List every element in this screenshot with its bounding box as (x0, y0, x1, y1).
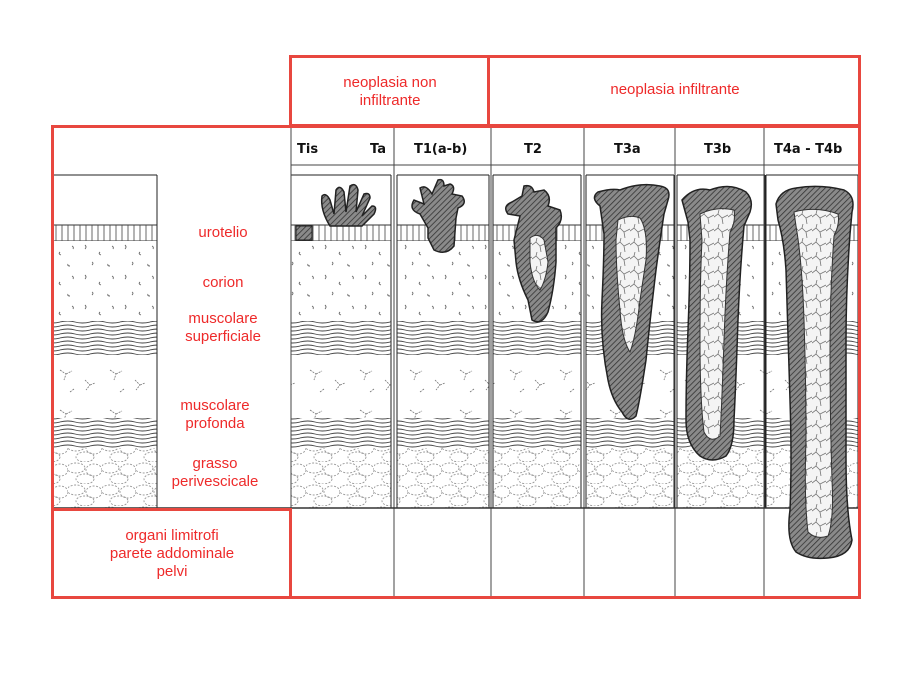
stage-tis: Tis (297, 142, 319, 157)
layer-label-urotelio: urotelio (198, 224, 248, 241)
main-frame (51, 125, 861, 599)
superficial-muscle-layer (291, 321, 391, 355)
layer-label-corion: corion (202, 274, 244, 291)
infiltrating-label: neoplasia infiltrante (610, 81, 740, 98)
fat-layer (493, 448, 581, 508)
layer-label-muscolare-profonda: muscolare profonda (180, 397, 250, 432)
stage-t3a: T3a (614, 142, 641, 157)
tumor-t3b-core (699, 208, 735, 440)
urothelium-layer (291, 225, 391, 241)
deep-muscle-layer (397, 418, 489, 448)
submuscle-layer (397, 355, 489, 418)
tumor-t4-core (793, 208, 839, 538)
fat-layer (291, 448, 391, 508)
tumor-t1 (411, 178, 465, 253)
corion-layer (397, 241, 489, 321)
fat-layer (586, 448, 674, 508)
tumor-t3a-core (615, 215, 647, 354)
tumor-ta (320, 183, 377, 227)
submuscle-layer (493, 355, 581, 418)
deep-muscle-layer (586, 418, 674, 448)
corion-layer (291, 241, 391, 321)
deep-muscle-layer (52, 418, 157, 448)
corion-layer (52, 241, 157, 321)
lumen-layer (52, 175, 157, 225)
urothelium-layer (52, 225, 157, 241)
superficial-muscle-layer (493, 321, 581, 355)
stage-t2: T2 (524, 142, 542, 157)
layer-label-muscolare-superficiale: muscolare superficiale (185, 310, 261, 345)
tumor-tis (295, 225, 313, 241)
stage-t3b: T3b (704, 142, 732, 157)
stage-t1: T1(a-b) (414, 142, 468, 157)
stage-t4: T4a - T4b (774, 142, 843, 157)
submuscle-layer (52, 355, 157, 418)
superficial-muscle-layer (52, 321, 157, 355)
fat-layer (52, 448, 157, 508)
bottom-label: organi limitrofi parete addominale pelvi (109, 527, 235, 580)
stage-ta: Ta (370, 142, 386, 157)
non-infiltrating-label: neoplasia non infiltrante (343, 74, 437, 109)
deep-muscle-layer (493, 418, 581, 448)
layer-label-grasso-perivescicale: grasso perivescicale (171, 455, 259, 490)
superficial-muscle-layer (397, 321, 489, 355)
submuscle-layer (291, 355, 391, 418)
fat-layer (397, 448, 489, 508)
tumor-t2-core (529, 234, 549, 291)
deep-muscle-layer (291, 418, 391, 448)
bottom-left-box (51, 508, 292, 599)
